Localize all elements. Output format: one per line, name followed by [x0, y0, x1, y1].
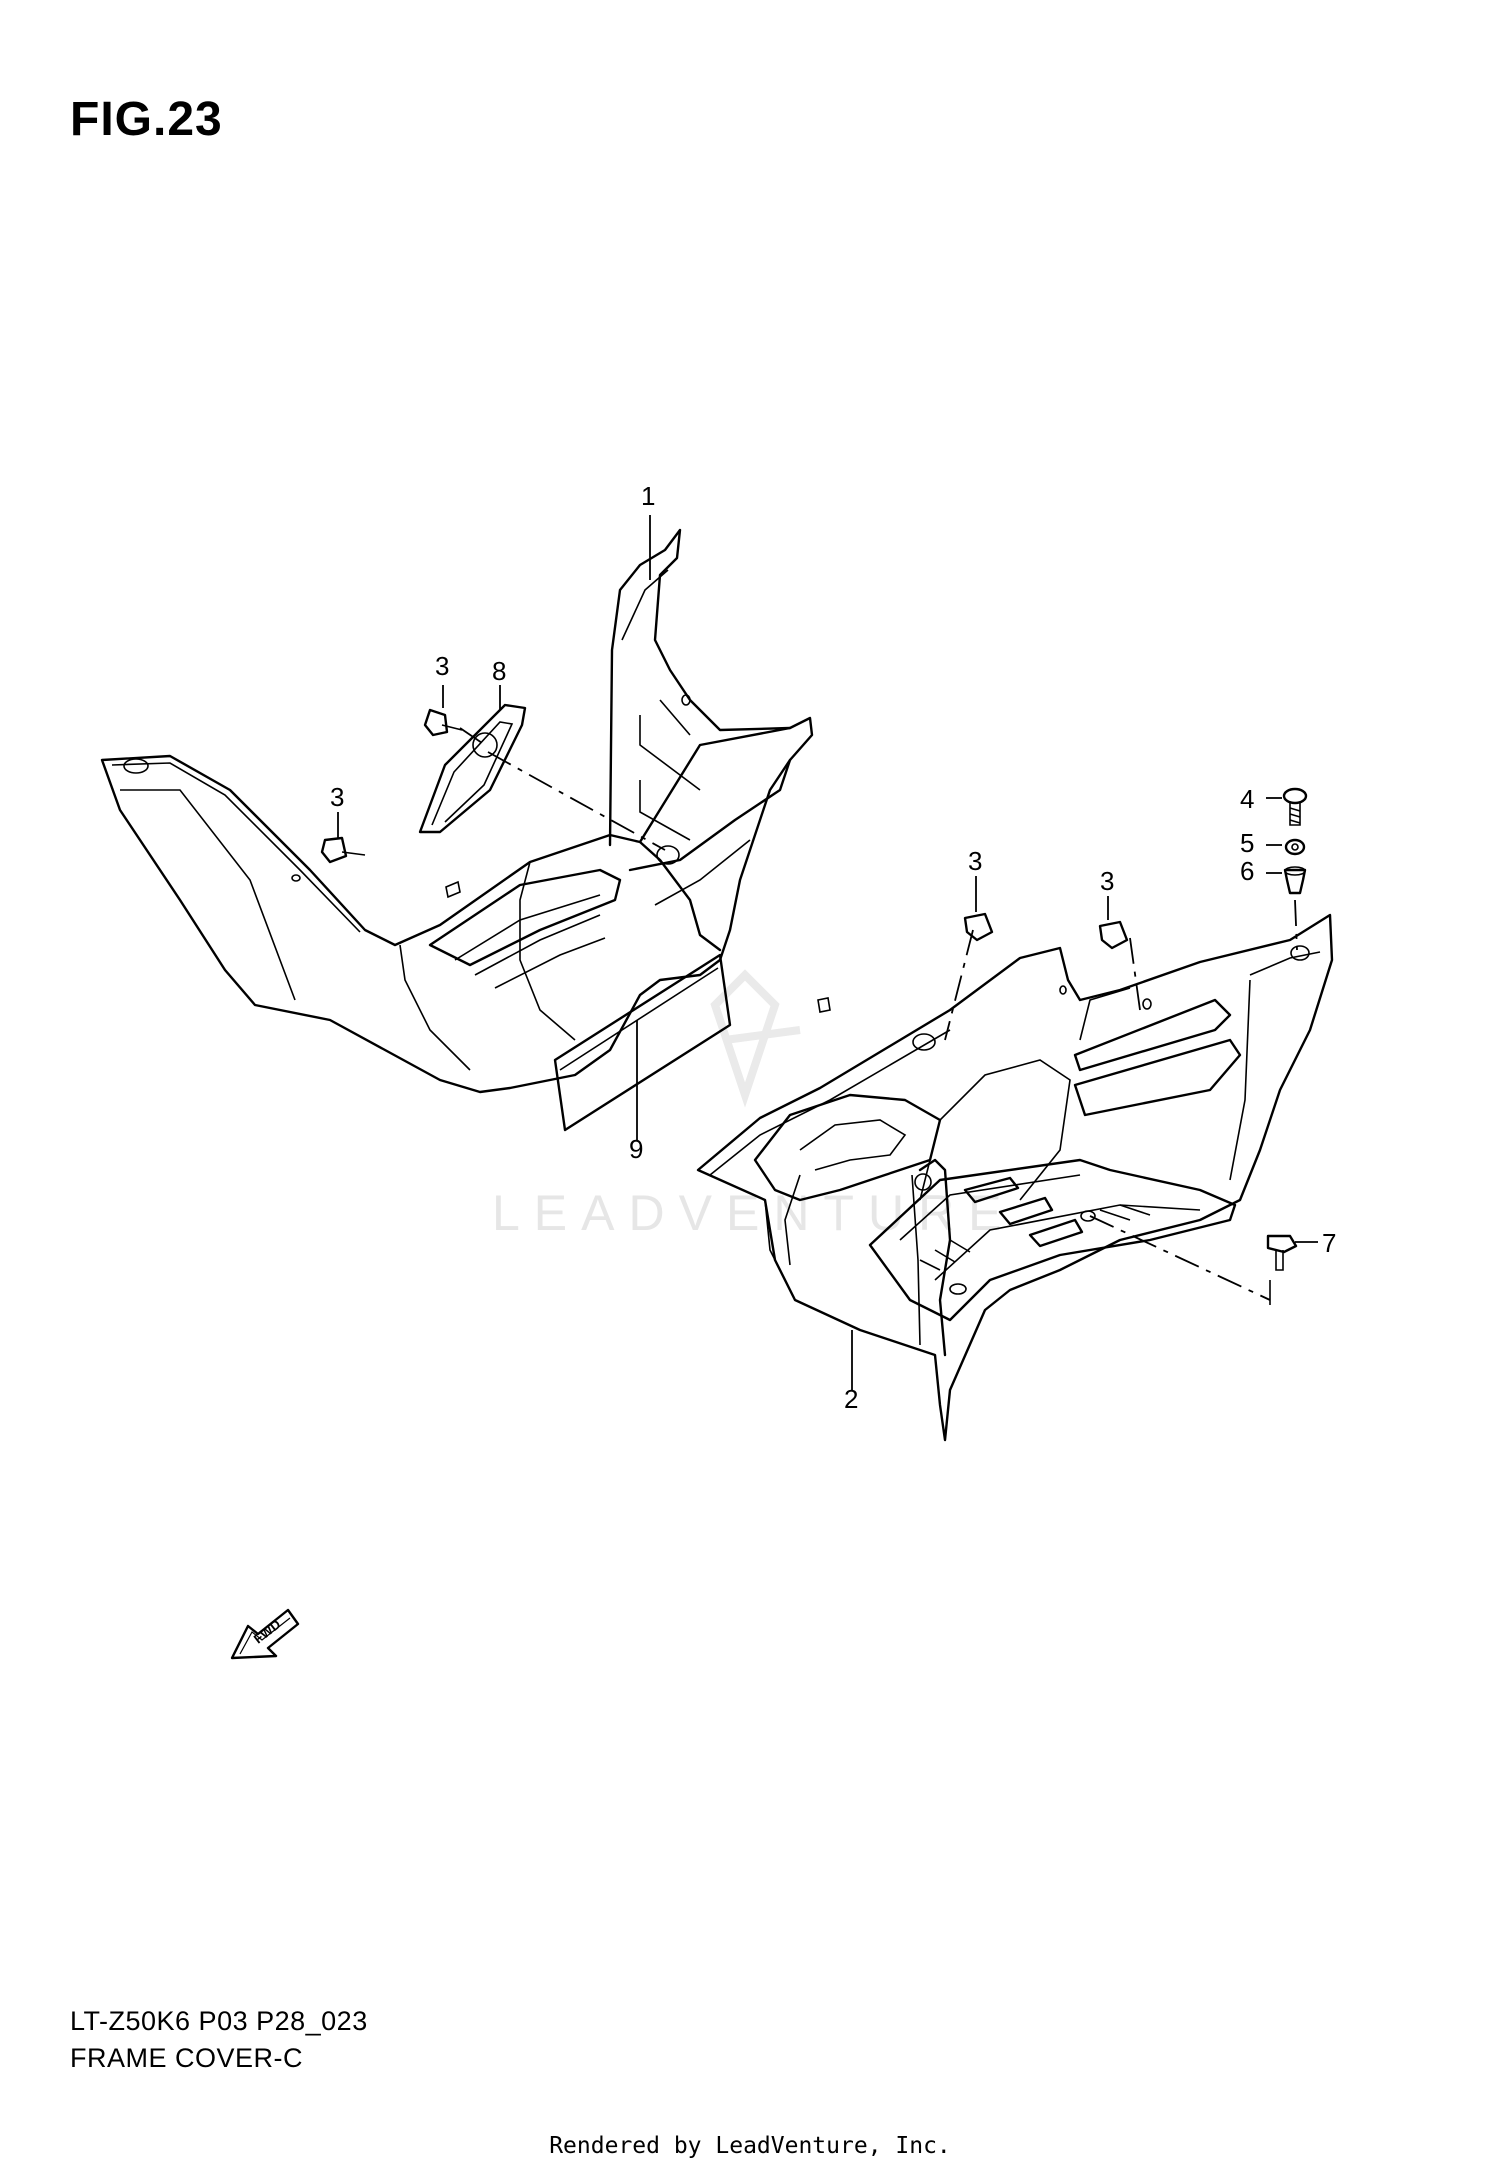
part-2-right-frame-cover: [696, 913, 1334, 1442]
callout-labels: 1 3 8 3 9 3 3 4 5 6 7 2: [330, 481, 1336, 1414]
callout-9: 9: [629, 1134, 643, 1164]
part-3-clip-left: [320, 836, 366, 864]
part-1-left-frame-cover: [100, 528, 814, 1094]
callout-3-right: 3: [1100, 866, 1114, 896]
figure-title: FIG.23: [70, 93, 223, 146]
callout-1: 1: [641, 481, 655, 511]
callout-3-upper-left: 3: [435, 651, 449, 681]
figure-model-code: LT-Z50K6 P03 P28_023: [70, 2006, 368, 2036]
render-credit: Rendered by LeadVenture, Inc.: [549, 2133, 951, 2159]
part-6-grommet: [1283, 866, 1307, 951]
figure-part-name: FRAME COVER-C: [70, 2043, 304, 2073]
fwd-arrow-icon: FWD: [230, 1608, 300, 1660]
callout-7: 7: [1322, 1228, 1336, 1258]
watermark-text: LEADVENTURE: [492, 1185, 1016, 1241]
part-3-clip-center: [944, 912, 994, 1041]
part-4-screw: [1282, 787, 1308, 826]
callout-3-left: 3: [330, 782, 344, 812]
callout-4: 4: [1240, 784, 1254, 814]
watermark-logo-icon: [710, 969, 801, 1108]
leader-lines: [337, 515, 1318, 1390]
part-8-bracket: [418, 703, 666, 851]
part-3-clip-right: [1098, 920, 1141, 1011]
watermark: LEADVENTURE: [492, 969, 1016, 1241]
part-9-pad: [553, 953, 732, 1132]
part-7-bolt: [1266, 1234, 1298, 1271]
callout-6: 6: [1240, 856, 1254, 886]
part-5-washer: [1284, 838, 1306, 856]
callout-8: 8: [492, 656, 506, 686]
callout-2: 2: [844, 1384, 858, 1414]
part-3-clip-upper-left: [423, 708, 486, 746]
callout-3-center: 3: [968, 846, 982, 876]
callout-5: 5: [1240, 828, 1254, 858]
